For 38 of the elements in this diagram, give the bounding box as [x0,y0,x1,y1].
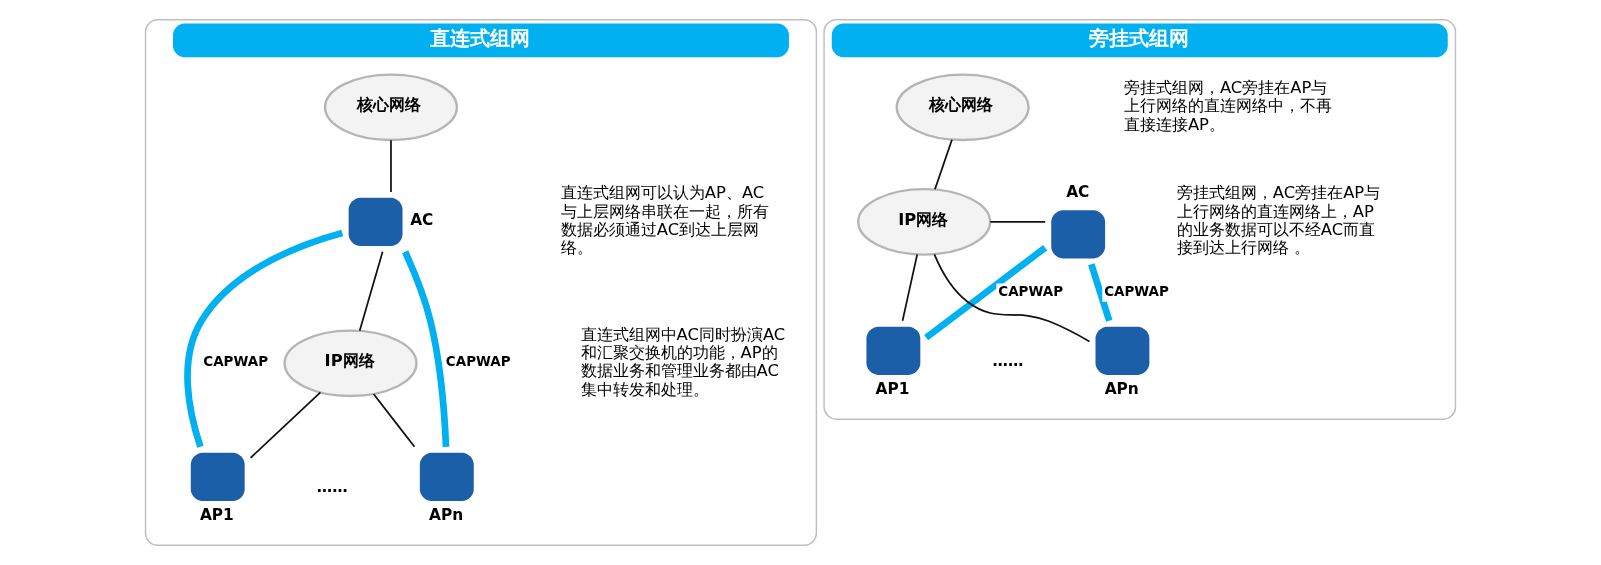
node-box [1095,326,1150,375]
connector [989,221,1047,223]
node-label: AP1 [199,506,234,525]
edge-label: CAPWAP [445,353,511,370]
node-ellipse: IP网络 [857,187,992,256]
connector [924,245,1048,341]
connector [1088,263,1113,322]
label: 旁挂式组网，AC旁挂在AP与上行网络的直连网络中，不再直接连接AP。 [1123,77,1332,134]
connector [358,250,384,332]
connector [390,139,392,193]
node-box [866,326,921,375]
edge-label: CAPWAP [203,353,269,370]
node-label: AP1 [875,379,910,398]
label: 旁挂式组网，AC旁挂在AP与上行网络的直连网络上，AP的业务数据可以不经AC而直接到达上行网络 。 [1176,183,1381,258]
node-ellipse: 核心网络 [323,73,459,142]
node-ellipse: IP网络 [283,329,418,398]
connector [934,138,953,191]
label: …… [316,478,348,497]
node-ellipse: 核心网络 [895,73,1030,142]
node-box [419,452,474,501]
edge-label: CAPWAP [998,282,1064,299]
label: …… [992,352,1024,371]
node-label: AC [410,210,434,229]
connector [402,250,450,448]
node-box [190,452,245,501]
edge-label: CAPWAP [1104,282,1169,299]
connector [372,393,416,448]
connector [184,229,344,448]
connector [933,253,1091,343]
node-box [348,197,403,246]
node-box [1051,210,1106,259]
connector [249,391,322,459]
node-label: AC [1066,182,1090,201]
connector [901,253,919,322]
node-label: APn [1104,379,1139,398]
label: 直连式组网可以认为AP、AC与上层网络串联在一起，所有数据必须通过AC到达上层网络。 [560,183,769,258]
node-label: APn [428,506,464,525]
label: 直连式组网中AC同时扮演AC和汇聚交换机的功能，AP的数据业务和管理业务都由AC集中转发和处理。 [580,324,786,399]
